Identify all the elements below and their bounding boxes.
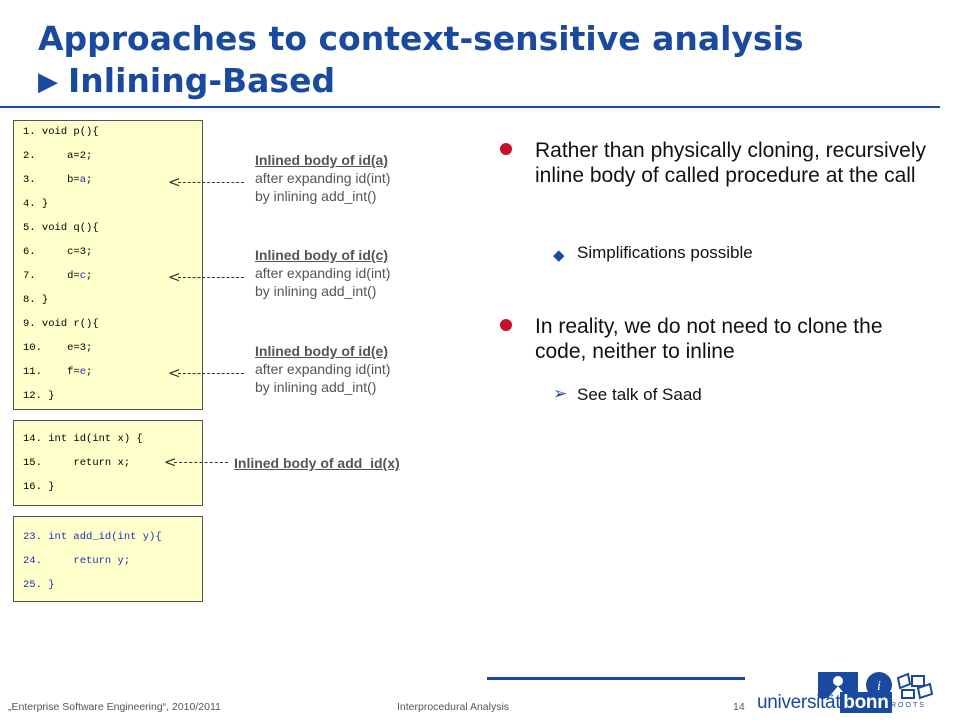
arrow-line bbox=[174, 462, 228, 463]
code-line: 10. e=3; bbox=[23, 342, 93, 354]
code-line: 2. a=2; bbox=[23, 150, 93, 162]
arrow-line bbox=[178, 277, 244, 278]
bullet-dot-icon bbox=[500, 319, 512, 331]
diamond-icon: ◆ bbox=[553, 246, 565, 264]
bullet-item: Rather than physically cloning, recursiv… bbox=[500, 138, 930, 188]
bullet-dot-icon bbox=[500, 143, 512, 155]
code-line: 23. int add_id(int y){ bbox=[23, 531, 162, 543]
footer-topic: Interprocedural Analysis bbox=[397, 701, 510, 713]
code-line: 15. return x; bbox=[23, 457, 131, 469]
code-block-3: 23. int add_id(int y){ 24. return y; 25.… bbox=[13, 516, 203, 602]
code-line: 7. d=c; bbox=[23, 270, 93, 282]
annotation-id-e: Inlined body of id(e) after expanding id… bbox=[255, 343, 391, 395]
triangle-right-icon: ▶ bbox=[38, 67, 58, 97]
code-line: 11. f=e; bbox=[23, 366, 93, 378]
footer-course: „Enterprise Software Engineering“, 2010/… bbox=[8, 701, 221, 713]
annotation-id-a: Inlined body of id(a) after expanding id… bbox=[255, 152, 391, 204]
arrow-left-icon: < bbox=[164, 453, 177, 471]
bullet-item: In reality, we do not need to clone the … bbox=[500, 314, 930, 364]
roots-label: ROOTS bbox=[891, 702, 926, 709]
code-line: 16. } bbox=[23, 481, 55, 493]
arrow-left-icon: < bbox=[168, 173, 181, 191]
code-line: 4. } bbox=[23, 198, 49, 210]
title-line2: Inlining-Based bbox=[68, 61, 336, 100]
code-line: 25. } bbox=[23, 579, 55, 591]
title-line1: Approaches to context-sensitive analysis bbox=[38, 19, 804, 58]
code-line: 24. return y; bbox=[23, 555, 131, 567]
footer-page-number: 14 bbox=[733, 701, 745, 713]
code-block-1: 1. void p(){ 2. a=2; 3. b=a; 4. } 5. voi… bbox=[13, 120, 203, 410]
footer-divider bbox=[487, 677, 745, 680]
annotation-add-id: Inlined body of add_id(x) bbox=[234, 455, 400, 471]
slide-title: Approaches to context-sensitive analysis… bbox=[38, 18, 938, 103]
code-line: 12. } bbox=[23, 390, 55, 402]
code-line: 6. c=3; bbox=[23, 246, 93, 258]
annotation-id-c: Inlined body of id(c) after expanding id… bbox=[255, 247, 391, 299]
sub-bullet-item: ➢ See talk of Saad bbox=[553, 384, 702, 404]
title-divider bbox=[0, 106, 940, 108]
arrow-line bbox=[178, 182, 244, 183]
code-line: 9. void r(){ bbox=[23, 318, 99, 330]
svg-text:i: i bbox=[877, 679, 881, 694]
arrow-left-icon: < bbox=[168, 364, 181, 382]
code-line: 3. b=a; bbox=[23, 174, 93, 186]
arrow-line bbox=[178, 373, 244, 374]
arrowhead-icon: ➢ bbox=[553, 384, 568, 404]
iai-logo-icon: i bbox=[866, 672, 892, 698]
roots-logo-icon bbox=[896, 672, 934, 700]
arrow-left-icon: < bbox=[168, 268, 181, 286]
sub-bullet-item: ◆ Simplifications possible bbox=[553, 243, 753, 264]
code-line: 8. } bbox=[23, 294, 49, 306]
code-line: 1. void p(){ bbox=[23, 126, 99, 138]
code-line: 5. void q(){ bbox=[23, 222, 99, 234]
code-line: 14. int id(int x) { bbox=[23, 433, 143, 445]
code-block-2: 14. int id(int x) { 15. return x; 16. } bbox=[13, 420, 203, 506]
